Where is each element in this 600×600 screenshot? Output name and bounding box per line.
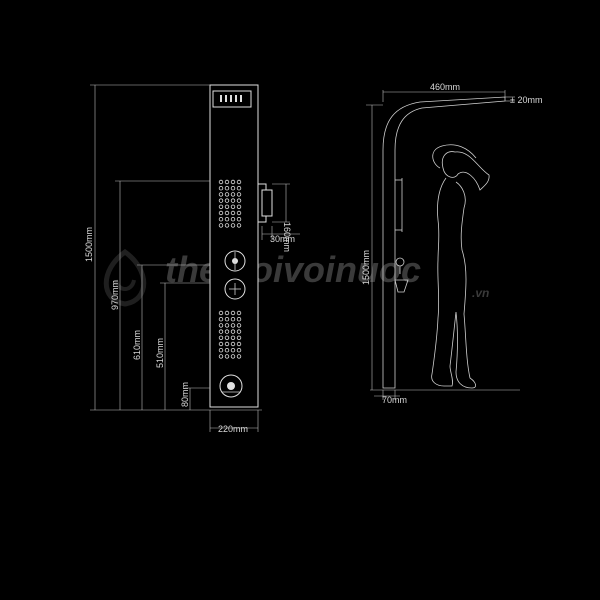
jet-nozzle: [224, 204, 230, 209]
jet-nozzle: [236, 317, 242, 322]
jet-nozzle: [224, 323, 230, 328]
jet-nozzle: [218, 192, 224, 197]
jet-nozzle: [236, 341, 242, 347]
jet-nozzle: [230, 216, 236, 222]
jet-nozzle: [230, 323, 236, 328]
dim-220: 220mm: [218, 424, 248, 434]
front-dimensions: 1500mm 970mm 610mm 510mm 80mm 220mm 160m…: [84, 84, 300, 434]
jet-nozzle: [236, 192, 242, 197]
dim-160: 160mm: [282, 222, 292, 252]
jet-nozzle: [218, 204, 224, 209]
jet-nozzle: [218, 198, 224, 203]
jet-nozzle: [218, 354, 224, 359]
jet-nozzle: [236, 223, 242, 228]
jet-nozzle: [236, 329, 242, 334]
jet-nozzle: [224, 317, 230, 322]
jet-nozzle: [218, 323, 224, 328]
upper-body-jets: [218, 179, 242, 228]
handshower: [261, 189, 273, 217]
jet-nozzle: [236, 179, 242, 185]
jet-nozzle: [236, 204, 242, 209]
jet-nozzle: [218, 223, 224, 228]
jet-nozzle: [224, 329, 230, 334]
dim-20: ± 20mm: [510, 95, 542, 105]
jet-nozzle: [218, 216, 224, 222]
dim-30: 30mm: [270, 234, 295, 244]
jet-nozzle: [230, 198, 236, 203]
jet-nozzle: [224, 185, 230, 191]
jet-nozzle: [230, 348, 236, 353]
jet-nozzle: [236, 348, 242, 353]
jet-nozzle: [236, 310, 242, 316]
jet-nozzle: [236, 335, 242, 340]
jet-nozzle: [236, 323, 242, 328]
jet-nozzle: [218, 179, 224, 185]
jet-nozzle: [236, 354, 242, 359]
jet-nozzle: [230, 317, 236, 322]
jet-nozzle: [230, 341, 236, 347]
jet-nozzle: [224, 216, 230, 222]
jet-nozzle: [218, 341, 224, 347]
jet-nozzle: [230, 210, 236, 216]
dim-460: 460mm: [430, 82, 460, 92]
jet-nozzle: [218, 335, 224, 340]
dim-70: 70mm: [382, 395, 407, 405]
jet-nozzle: [236, 216, 242, 222]
jet-nozzle: [224, 223, 230, 228]
jet-nozzle: [218, 329, 224, 334]
water-drop-logo-icon: [103, 248, 147, 307]
jet-nozzle: [224, 210, 230, 216]
jet-nozzle: [236, 185, 242, 191]
jet-nozzle: [224, 179, 230, 185]
jet-nozzle: [230, 204, 236, 209]
jet-nozzle: [230, 310, 236, 316]
dim-510: 510mm: [155, 338, 165, 368]
jet-nozzle: [230, 335, 236, 340]
jet-nozzle: [230, 354, 236, 359]
jet-nozzle: [230, 179, 236, 185]
jet-nozzle: [224, 192, 230, 197]
dim-610: 610mm: [132, 330, 142, 360]
jet-nozzle: [236, 210, 242, 216]
jet-nozzle: [230, 185, 236, 191]
jet-nozzle: [224, 310, 230, 316]
dim-1500-front: 1500mm: [84, 227, 94, 262]
jet-nozzle: [230, 329, 236, 334]
panel-body: [209, 84, 259, 408]
showering-person-icon: [431, 144, 490, 389]
watermark-suffix: .vn: [472, 286, 489, 300]
jet-nozzle: [224, 341, 230, 347]
top-shower-nozzles: [220, 95, 242, 102]
side-view: 460mm ± 20mm 1500mm 70mm: [361, 82, 542, 405]
jet-nozzle: [230, 223, 236, 228]
dim-970: 970mm: [110, 280, 120, 310]
jet-nozzle: [218, 348, 224, 353]
jet-nozzle: [218, 310, 224, 316]
front-panel: [209, 84, 273, 408]
jet-nozzle: [236, 198, 242, 203]
watermark: thegioivoinuoc .vn: [103, 248, 489, 307]
jet-nozzle: [218, 317, 224, 322]
jet-nozzle: [224, 198, 230, 203]
side-panel-profile: [382, 96, 506, 389]
lower-body-jets: [218, 310, 242, 359]
jet-nozzle: [218, 185, 224, 191]
dim-1500-side: 1500mm: [361, 250, 371, 285]
jet-nozzle: [218, 210, 224, 216]
jet-nozzle: [224, 348, 230, 353]
jet-nozzle: [224, 335, 230, 340]
jet-nozzle: [230, 192, 236, 197]
dim-80: 80mm: [180, 382, 190, 407]
jet-nozzle: [224, 354, 230, 359]
